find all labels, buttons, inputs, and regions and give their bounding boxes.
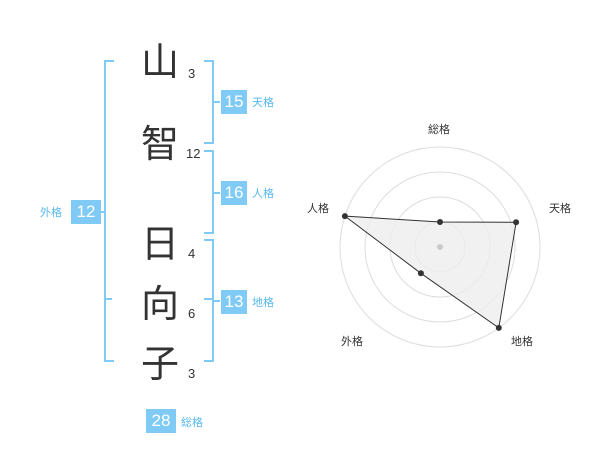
jinkaku-label: 人格 — [252, 187, 274, 200]
chikaku-value: 13 — [221, 290, 247, 314]
name-char-3: 日 — [140, 222, 179, 266]
name-char-5: 子 — [140, 342, 179, 386]
radar-axis-label-tenkaku: 天格 — [549, 202, 571, 215]
radar-center-dot — [437, 244, 443, 250]
jinkaku-value: 16 — [221, 181, 247, 205]
chikaku-bracket-tick — [214, 300, 220, 302]
stroke-count-3: 4 — [188, 246, 196, 261]
stroke-count-1: 3 — [188, 66, 196, 81]
radar-point-5 — [341, 213, 348, 220]
name-char-4: 向 — [140, 282, 179, 326]
jinkaku-bracket-tick — [214, 192, 220, 194]
tenkaku-label: 天格 — [252, 96, 274, 109]
chikaku-split-tick — [204, 298, 212, 300]
stroke-count-5: 3 — [188, 366, 196, 381]
tenkaku-value: 15 — [221, 90, 247, 114]
gaikaku-bracket — [104, 60, 114, 362]
stroke-count-2: 12 — [186, 146, 201, 161]
gaikaku-split-tick — [104, 298, 112, 300]
radar-grid-ring — [364, 171, 516, 323]
gaikaku-label: 外格 — [40, 206, 62, 219]
jinkaku-bracket — [204, 150, 214, 234]
radar-axis-label-soukaku: 総格 — [428, 123, 450, 136]
radar-point-3 — [495, 324, 502, 331]
radar-point-1 — [437, 219, 443, 225]
radar-point-4 — [417, 270, 424, 277]
soukaku-value: 28 — [146, 409, 176, 433]
radar-series-polygon — [343, 215, 517, 329]
soukaku-label: 総格 — [181, 416, 203, 429]
tenkaku-bracket — [204, 60, 214, 144]
gaikaku-value: 12 — [71, 200, 101, 224]
radar-point-2 — [513, 219, 520, 226]
name-char-1: 山 — [140, 40, 179, 84]
name-char-2: 智 — [140, 122, 179, 166]
stroke-count-4: 6 — [188, 306, 196, 321]
radar-axis-label-chikaku: 地格 — [511, 335, 533, 348]
radar-axis-label-jinkaku: 人格 — [307, 202, 329, 215]
radar-grid-ring — [339, 146, 541, 348]
chikaku-label: 地格 — [252, 296, 274, 309]
tenkaku-bracket-tick — [214, 101, 220, 103]
radar-chart — [339, 146, 541, 348]
radar-axis-label-gaikaku: 外格 — [341, 335, 363, 348]
chikaku-bracket — [204, 239, 214, 362]
